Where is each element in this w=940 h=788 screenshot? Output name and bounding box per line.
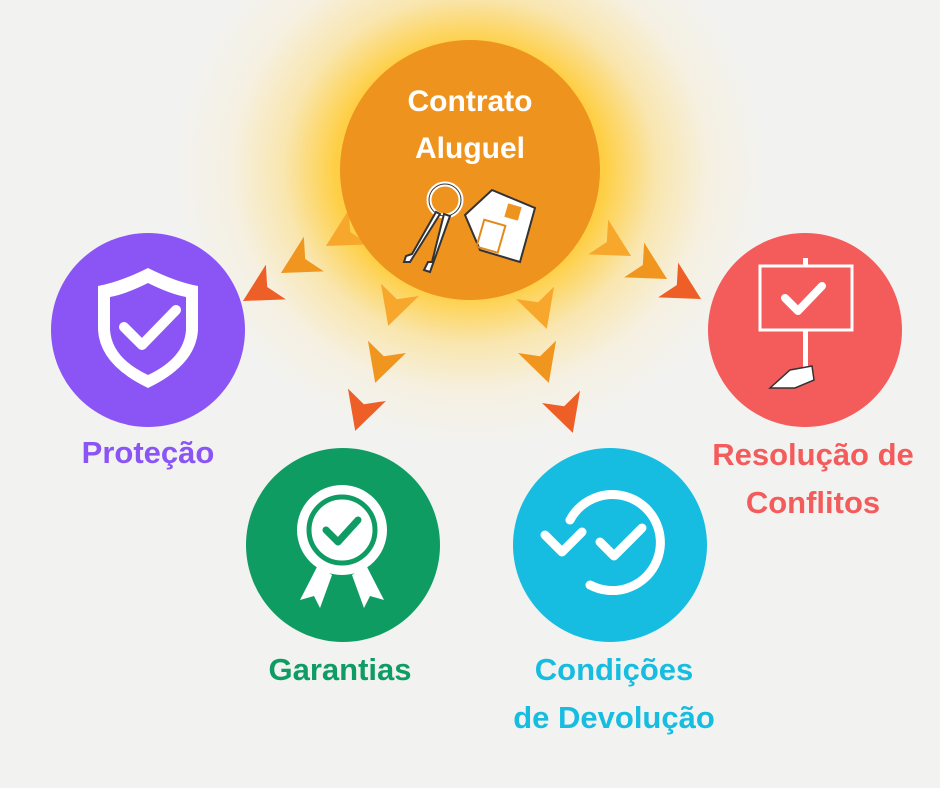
arrow-to-protecao-2 xyxy=(280,236,324,273)
label-garantias: Garantias xyxy=(268,646,411,694)
label-resolucao-line1: Resolução de xyxy=(712,437,914,472)
arrow-to-resolucao-1 xyxy=(588,219,632,256)
label-condicoes-line2: de Devolução xyxy=(513,700,715,735)
center-title-line1: Contrato xyxy=(407,85,533,118)
label-protecao: Proteção xyxy=(82,429,215,477)
node-condicoes-devolucao xyxy=(513,448,707,642)
center-title-line2: Aluguel xyxy=(414,132,525,165)
center-node-contrato-aluguel xyxy=(340,40,600,300)
arrow-to-protecao-3 xyxy=(242,264,286,301)
arrow-to-resolucao-2 xyxy=(624,242,668,279)
arrow-to-garantias-3 xyxy=(347,388,386,431)
arrow-to-protecao-1 xyxy=(325,209,369,246)
arrow-to-condicoes-3 xyxy=(542,390,581,433)
arrow-to-condicoes-1 xyxy=(516,286,555,329)
label-resolucao-line2: Conflitos xyxy=(745,485,881,520)
label-condicoes: Condições de Devolução xyxy=(513,646,715,742)
label-protecao-line1: Proteção xyxy=(81,435,215,470)
arrow-to-resolucao-3 xyxy=(658,262,702,299)
arrow-to-garantias-2 xyxy=(367,340,406,383)
label-condicoes-line1: Condições xyxy=(534,652,694,687)
arrow-to-condicoes-2 xyxy=(518,340,557,383)
label-garantias-line1: Garantias xyxy=(268,652,412,687)
label-resolucao: Resolução de Conflitos xyxy=(712,431,914,527)
arrow-to-garantias-1 xyxy=(380,283,419,326)
center-title: Contrato Aluguel xyxy=(408,78,533,172)
